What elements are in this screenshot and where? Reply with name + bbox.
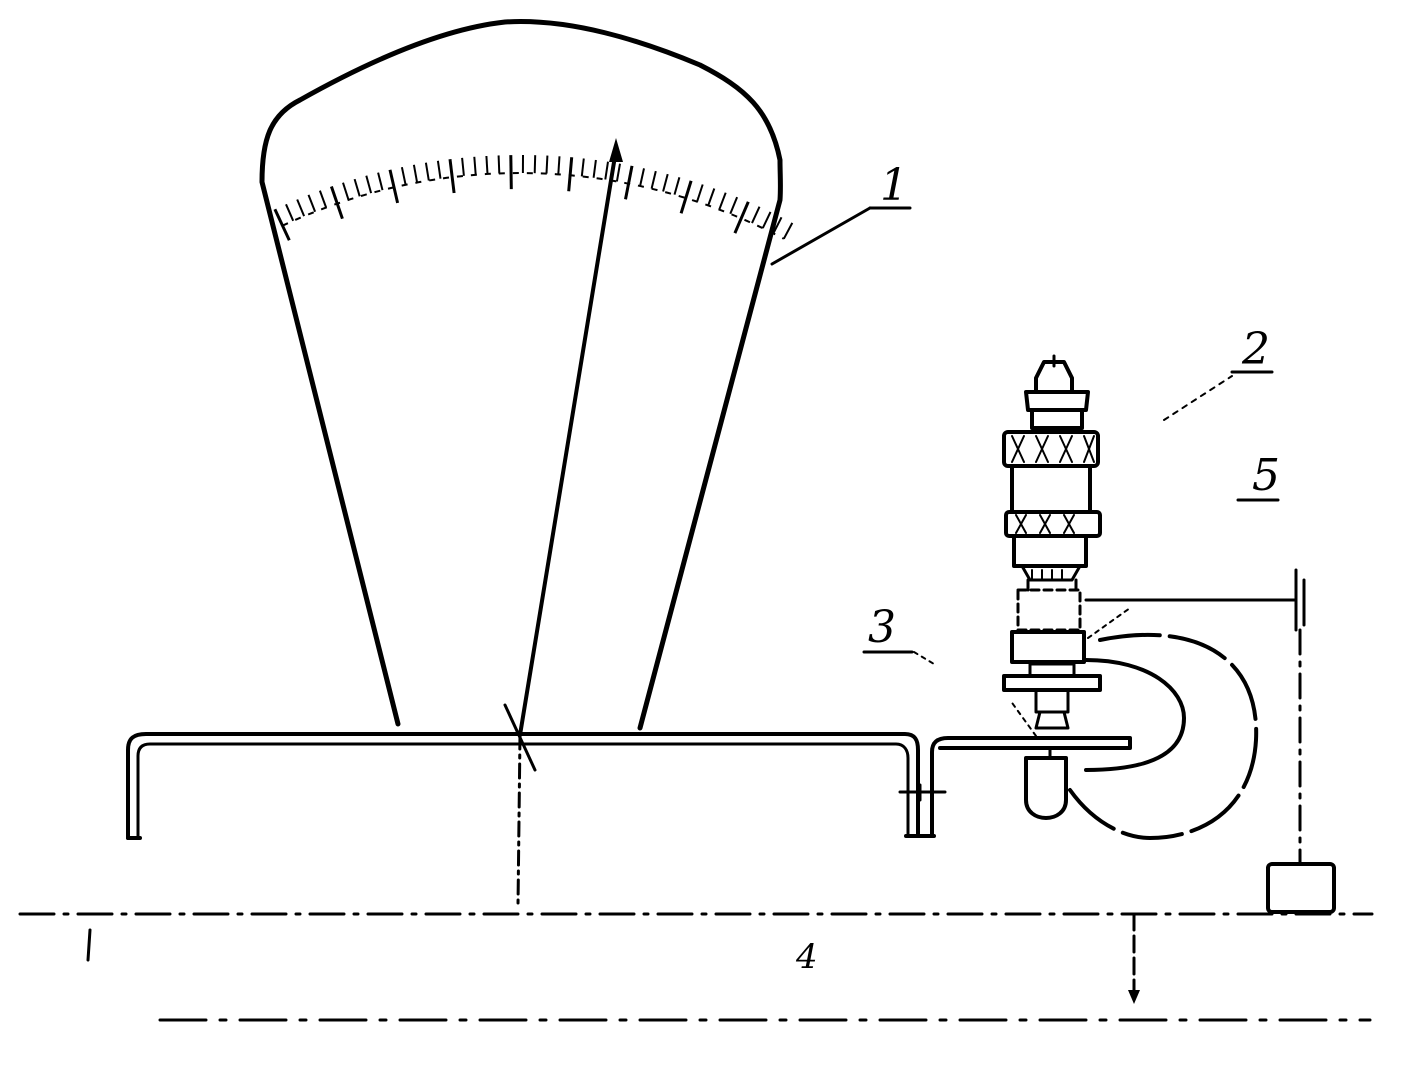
dial-scale <box>273 154 794 241</box>
dial-tick <box>729 196 739 215</box>
dial-arc <box>282 172 785 240</box>
dial-tick <box>307 194 317 213</box>
dial-tick <box>624 165 634 200</box>
dial-tick <box>733 201 750 234</box>
dial-tick <box>718 192 727 210</box>
dial-tick <box>285 203 295 222</box>
label-5: 5 <box>1252 450 1280 501</box>
dial-tick <box>365 175 373 194</box>
dial-tick <box>461 157 465 176</box>
dial-tick <box>485 155 489 174</box>
base-frame <box>126 732 1132 840</box>
dial-tick <box>436 160 442 179</box>
dial-tick <box>497 155 501 174</box>
dial-tick <box>751 206 761 224</box>
label-2: 2 <box>1241 324 1270 375</box>
dial-tick <box>650 170 657 189</box>
dial-tick <box>473 156 477 175</box>
dial-tick <box>400 166 407 186</box>
dial-tick <box>782 222 794 240</box>
dial-tick <box>679 180 693 214</box>
dial-tick <box>592 159 597 178</box>
label-4: 4 <box>795 937 818 977</box>
dial-tick <box>673 177 681 195</box>
dial-tick <box>273 208 291 241</box>
dial-tick <box>639 168 645 187</box>
dial-tick <box>296 199 306 217</box>
dial-tick <box>448 159 456 194</box>
dial-tick <box>761 211 772 229</box>
label-1: 1 <box>880 160 908 211</box>
dial-tick <box>318 190 328 208</box>
dial-tick <box>662 173 669 192</box>
scale-indicator <box>259 19 783 731</box>
dial-tick <box>533 155 537 174</box>
dial-tick <box>545 155 549 174</box>
dial-tick <box>615 163 621 182</box>
leader-lines <box>770 206 1280 737</box>
indicator-housing-outline <box>259 19 783 731</box>
dial-tick <box>580 158 585 177</box>
dial-tick <box>707 188 716 206</box>
dial-tick <box>412 164 419 183</box>
sensor-unit <box>1002 354 1102 820</box>
dial-tick <box>772 216 783 234</box>
suspension-bracket <box>1084 568 1336 914</box>
dial-tick <box>353 178 361 197</box>
pointer-needle <box>503 138 623 907</box>
base-beam <box>18 912 1374 1022</box>
c-clamp <box>1068 632 1259 840</box>
dial-tick <box>567 157 574 192</box>
dial-tick <box>604 161 609 180</box>
pointer-tip-icon <box>609 138 623 162</box>
dial-tick <box>424 162 430 181</box>
dial-tick <box>342 182 350 201</box>
dial-tick <box>509 155 513 190</box>
dial-tick <box>557 156 561 175</box>
counterweight <box>1266 862 1336 914</box>
dial-tick <box>377 172 384 191</box>
dial-tick <box>696 184 704 202</box>
dial-tick <box>329 186 344 220</box>
dial-tick <box>388 169 400 204</box>
label-3: 3 <box>868 602 896 653</box>
